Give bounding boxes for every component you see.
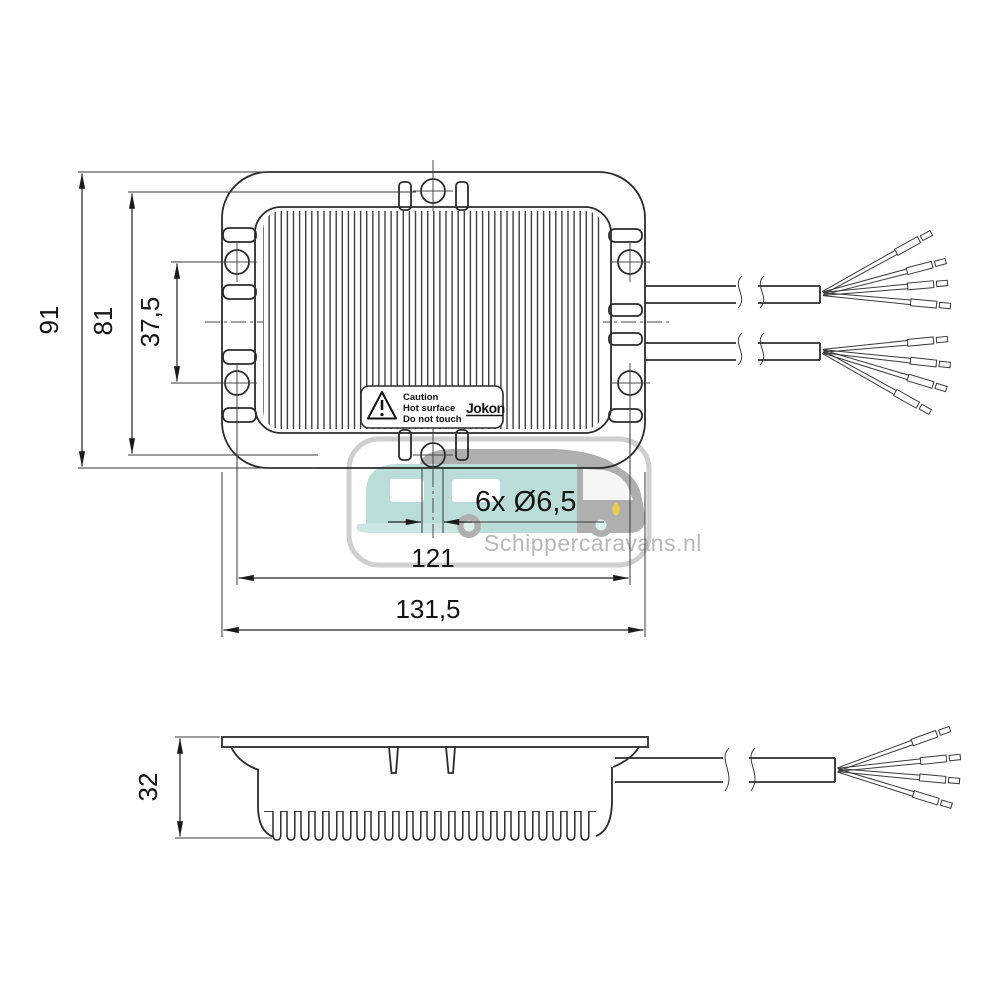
mounting-hole <box>610 242 650 282</box>
cable-break-symbol <box>759 332 765 366</box>
dimension-depth: 32 <box>133 736 272 839</box>
side-view <box>221 725 962 842</box>
side-pin <box>388 746 399 774</box>
dimension-hole-span-height: 81 <box>88 191 416 456</box>
dim-text-depth: 32 <box>133 773 163 802</box>
mounting-hole <box>413 171 453 211</box>
cable-bottom <box>645 332 952 416</box>
dim-text-holes: 6x Ø6,5 <box>475 486 577 518</box>
wire-ferrule <box>822 292 952 310</box>
dim-text-overall-width: 131,5 <box>395 594 460 624</box>
caravan-headlight <box>612 502 620 516</box>
wire-ferrule <box>822 257 948 296</box>
dimension-overall-width: 131,5 <box>221 472 646 637</box>
wire-ferrule <box>821 229 934 295</box>
watermark-caravan-icon <box>356 449 646 538</box>
mounting-holes <box>217 171 650 475</box>
brand-logo: Jokon <box>466 400 505 417</box>
cable-break-symbol <box>759 275 765 309</box>
caution-label: Caution Hot surface Do not touch Jokon <box>360 385 505 429</box>
cable-break-symbol <box>737 275 743 309</box>
mounting-hole <box>217 242 257 282</box>
dimension-hole-span-width: 121 <box>236 396 631 585</box>
cable-side <box>615 725 962 809</box>
dim-text-side-hole-spacing: 37,5 <box>135 297 165 348</box>
watermark-panel <box>346 436 652 568</box>
watermark: Schippercaravans.nl <box>346 436 702 568</box>
watermark-brand-text: Schippercaravans.nl <box>484 530 702 556</box>
wire-ferrule <box>822 349 948 393</box>
side-body-right-edge <box>595 767 613 837</box>
dim-text-hole-span-height: 81 <box>88 307 118 336</box>
caution-line3: Do not touch <box>403 414 462 425</box>
side-body-left-edge <box>257 770 275 838</box>
dimension-overall-height: 91 <box>34 171 318 469</box>
dimension-holes: 6x Ø6,5 <box>388 468 604 533</box>
dim-text-overall-height: 91 <box>34 306 64 335</box>
mounting-hole <box>413 435 453 475</box>
cable-break-symbol <box>724 747 730 792</box>
dimension-side-hole-spacing: 37,5 <box>135 261 223 384</box>
main-view: Caution Hot surface Do not touch Jokon <box>205 160 952 538</box>
heatsink-ribs <box>263 211 603 429</box>
wire-ferrule <box>821 350 933 416</box>
warning-triangle-icon <box>367 391 397 420</box>
side-flange-outline <box>221 736 649 748</box>
cable-break-symbol <box>750 747 756 792</box>
heatsink-fins <box>272 811 594 842</box>
cable-top <box>645 229 952 310</box>
dimensions: 91 81 37,5 6x Ø6,5 <box>34 171 646 839</box>
wire-ferrule <box>837 768 954 809</box>
dim-text-hole-span-width: 121 <box>411 543 454 573</box>
side-pin <box>445 746 456 774</box>
cable-break-symbol <box>737 332 743 366</box>
caution-line2: Hot surface <box>403 403 455 414</box>
caution-line1: Caution <box>403 392 439 403</box>
svg-text:Jokon: Jokon <box>466 400 505 416</box>
